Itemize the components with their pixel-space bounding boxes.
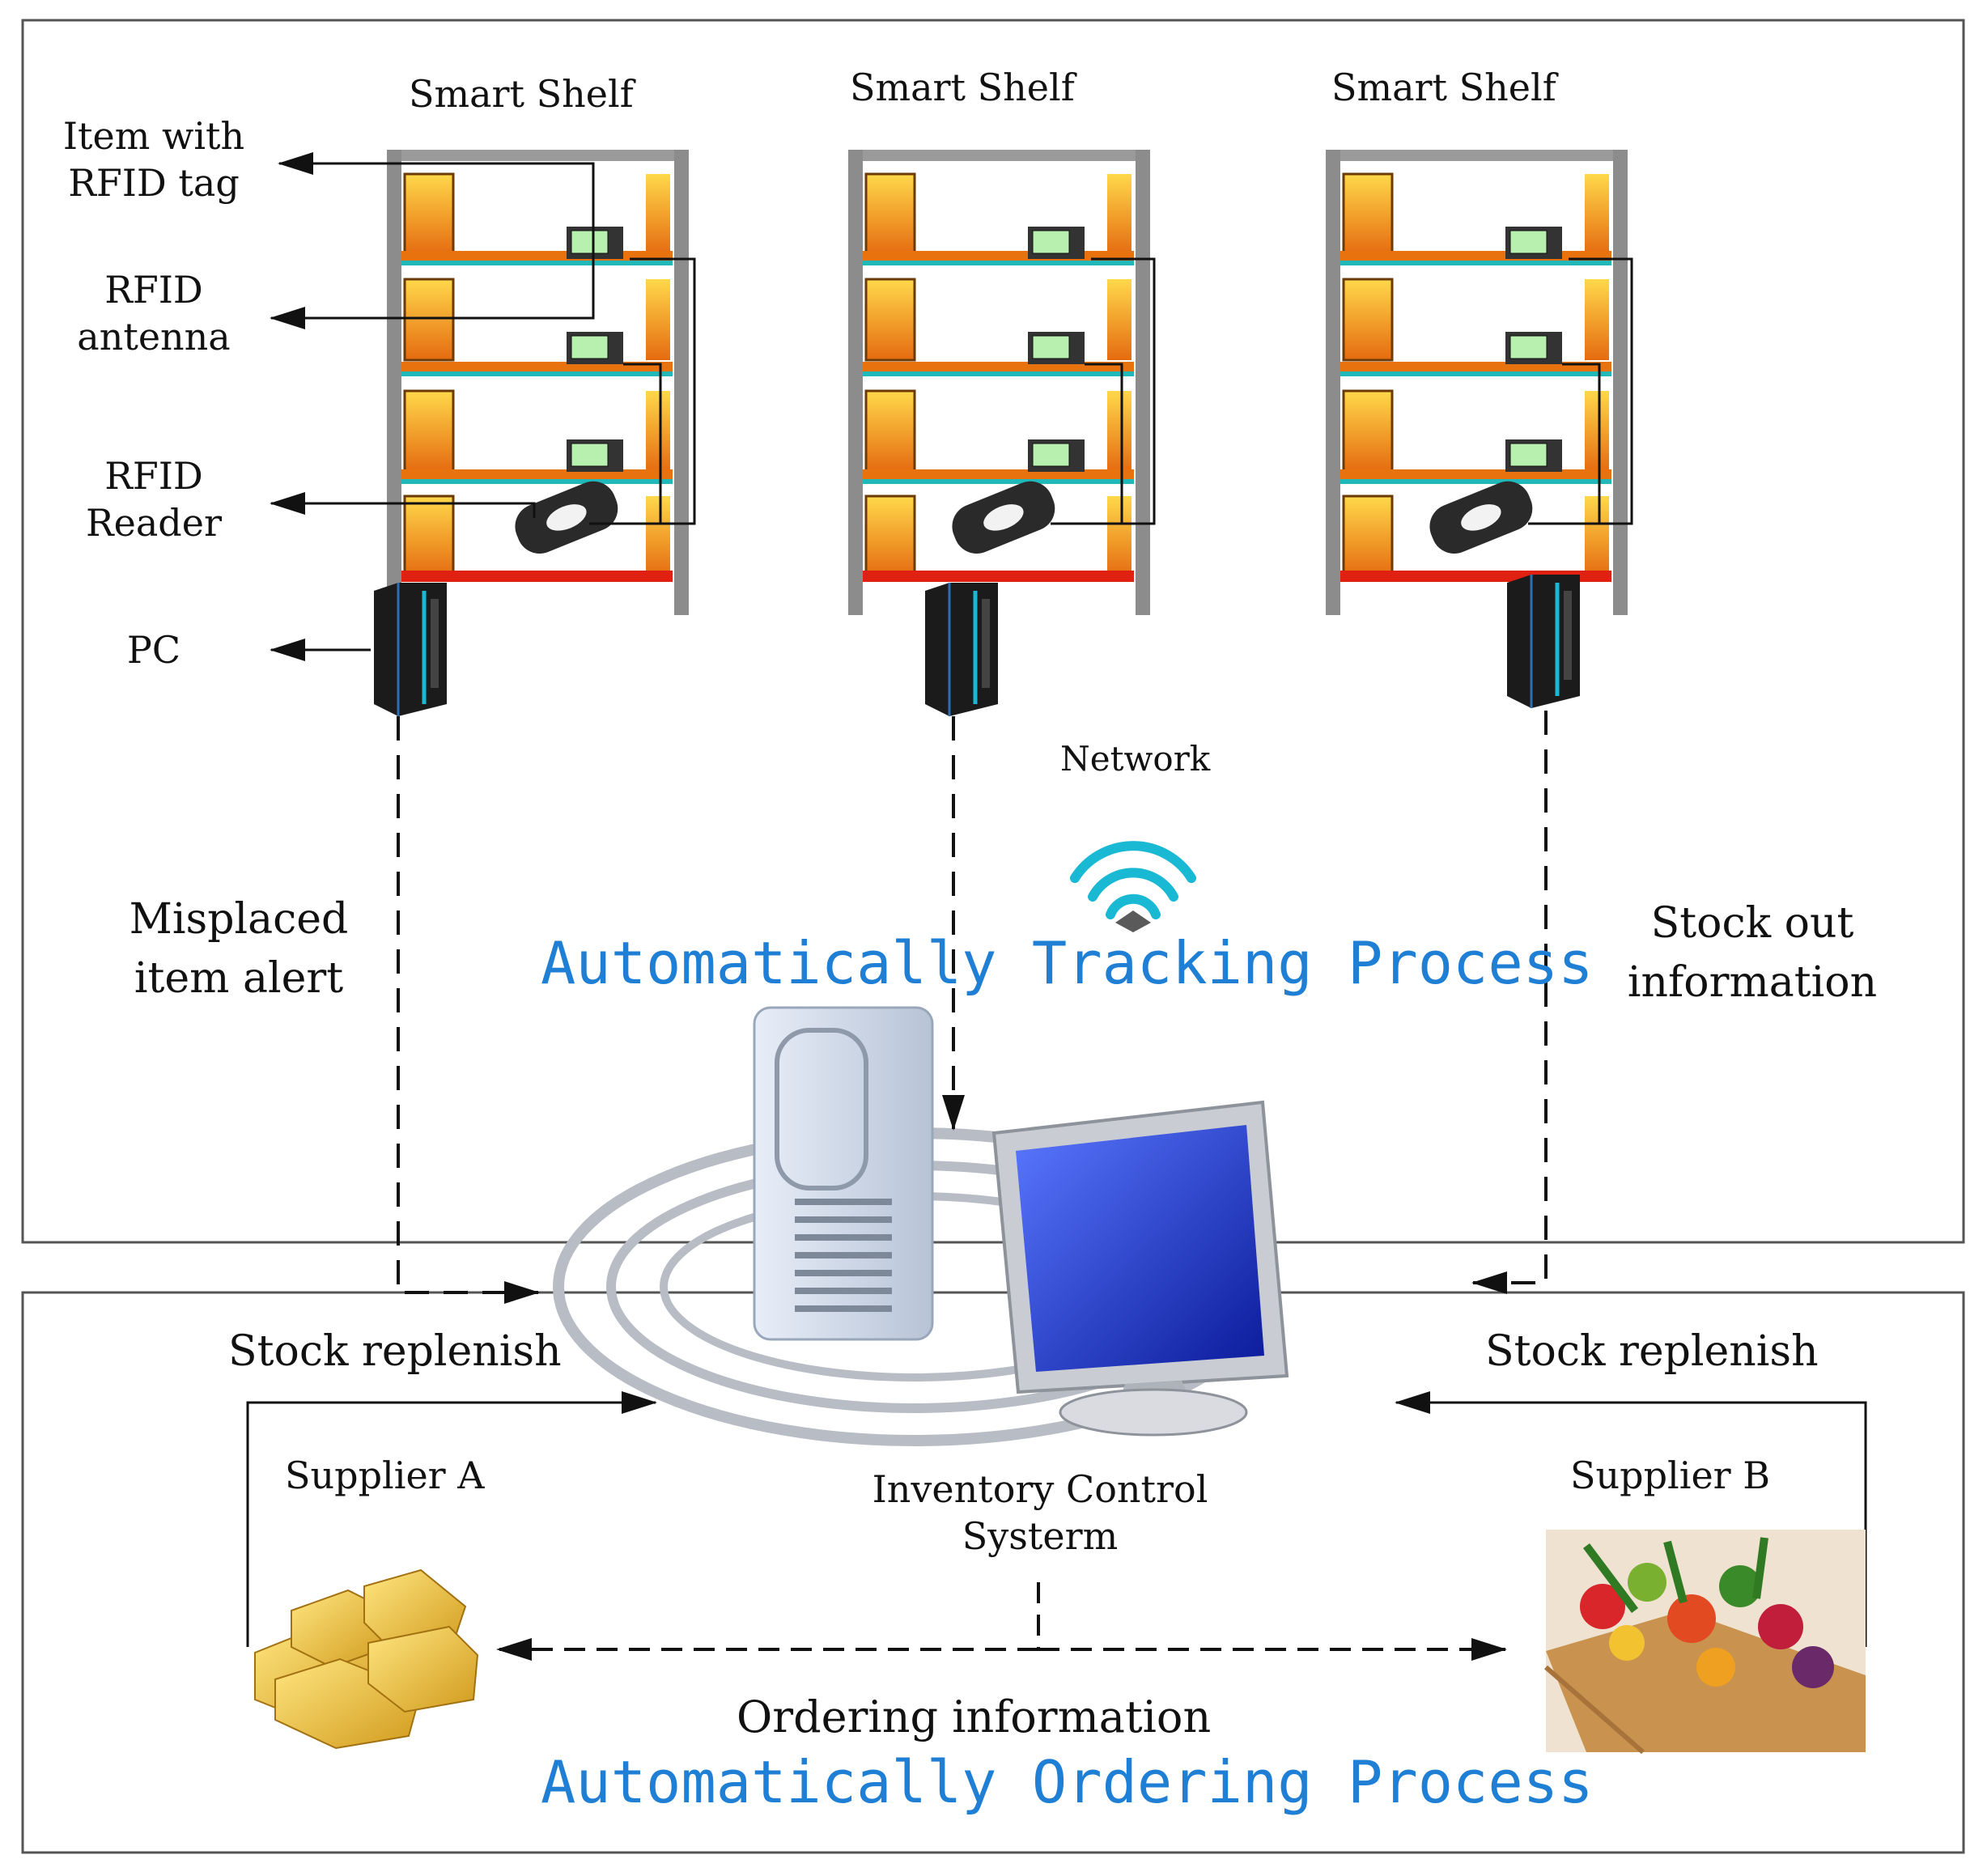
shelf-board — [1340, 389, 1611, 484]
smart-shelf-3 — [1326, 150, 1633, 615]
misplaced-alert-flow — [397, 716, 540, 1304]
monitor-icon — [991, 1100, 1289, 1437]
rfid-tag-icon — [1505, 227, 1562, 259]
shelf-board — [401, 278, 673, 376]
shelf-1-label: Smart Shelf — [409, 72, 634, 116]
smart-shelf-1 — [387, 150, 696, 615]
reader-label: RFID Reader — [86, 454, 222, 545]
inventory-system-label: Inventory Control Systerm — [872, 1467, 1208, 1558]
shelf-board — [401, 494, 673, 582]
shelf-board — [863, 172, 1134, 265]
rfid-tag-icon — [567, 439, 623, 472]
smart-shelf-2 — [848, 150, 1156, 615]
supplier-b-label: Supplier B — [1570, 1454, 1771, 1497]
antenna-callout — [270, 227, 595, 329]
reader-cable — [589, 257, 696, 525]
item-tag-label: Item with RFID tag — [62, 114, 245, 205]
ordering-information-label: Ordering information — [737, 1691, 1212, 1742]
tracking-section-frame — [21, 19, 1965, 1244]
wifi-icon — [1070, 841, 1196, 932]
supplier-a-boxes-icon — [254, 1568, 479, 1750]
shelf-board — [1340, 172, 1611, 265]
shelf-board — [401, 389, 673, 484]
item-tag-callout — [278, 152, 595, 227]
stock-replenish-right-label: Stock replenish — [1485, 1327, 1819, 1376]
shelf-board — [1340, 278, 1611, 376]
reader-cable — [1528, 257, 1633, 525]
tracking-process-title: Automatically Tracking Process — [541, 929, 1594, 997]
supplier-b-produce-icon — [1544, 1530, 1866, 1755]
reader-callout — [270, 492, 536, 518]
supplier-a-label: Supplier A — [285, 1454, 485, 1497]
reader-cable — [1562, 363, 1601, 524]
stock-replenish-left-label: Stock replenish — [228, 1327, 562, 1376]
shelf-2-label: Smart Shelf — [850, 66, 1075, 109]
rfid-tag-icon — [1028, 227, 1085, 259]
rfid-tag-icon — [1028, 332, 1085, 364]
rfid-tag-icon — [567, 227, 623, 259]
shelf-board — [401, 172, 673, 265]
misplaced-alert-label: Misplaced item alert — [129, 895, 349, 1003]
rfid-tag-icon — [1028, 439, 1085, 472]
network-label: Network — [1060, 739, 1211, 779]
shelf-board — [863, 278, 1134, 376]
pc-tower-icon — [374, 583, 447, 716]
pc-label: PC — [126, 628, 181, 672]
rfid-tag-icon — [1505, 332, 1562, 364]
server-tower-icon — [753, 1006, 934, 1341]
shelf-board — [863, 389, 1134, 484]
reader-cable — [623, 363, 662, 524]
shelf-3-label: Smart Shelf — [1331, 66, 1556, 109]
stock-out-label: Stock out information — [1627, 899, 1878, 1007]
antenna-label: RFID antenna — [77, 268, 231, 359]
rfid-tag-icon — [567, 332, 623, 364]
pc-tower-icon — [925, 583, 998, 716]
reader-cable — [1085, 363, 1123, 524]
ordering-section-frame — [21, 1291, 1965, 1854]
ordering-process-title: Automatically Ordering Process — [541, 1748, 1594, 1816]
rfid-reader-icon — [952, 481, 1055, 554]
pc-tower-icon — [1507, 575, 1580, 708]
reader-cable — [1051, 257, 1156, 525]
rfid-tag-icon — [1505, 439, 1562, 472]
rfid-reader-icon — [1429, 481, 1533, 554]
replenish-left-line — [246, 1391, 657, 1647]
shelf-board — [863, 494, 1134, 582]
rfid-reader-icon — [515, 481, 618, 554]
